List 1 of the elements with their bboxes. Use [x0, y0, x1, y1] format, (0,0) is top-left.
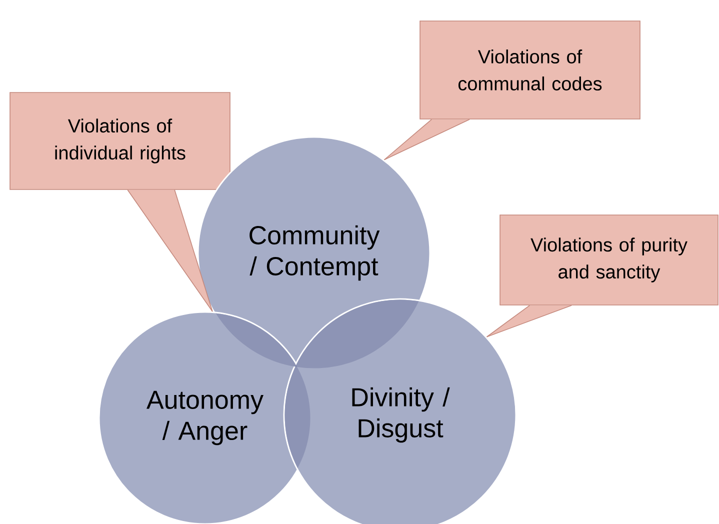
- node-label: Divinity / Disgust: [352, 387, 450, 443]
